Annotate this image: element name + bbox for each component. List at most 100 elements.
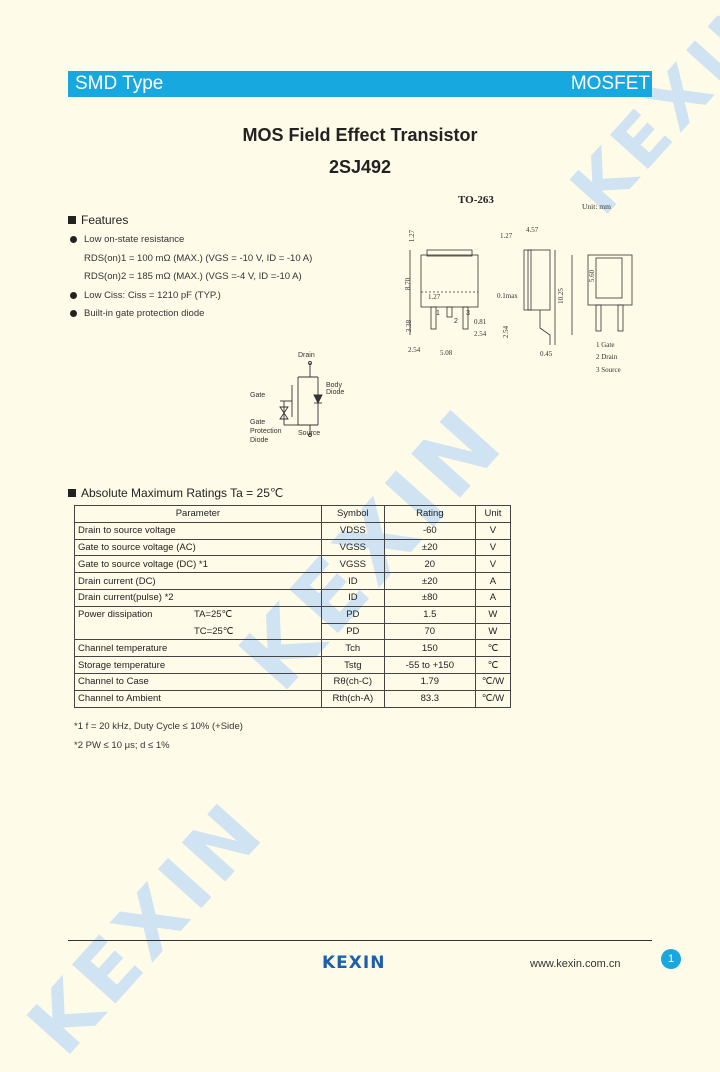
header-cell: Unit — [474, 505, 512, 523]
symbol-cell: VDSS — [320, 521, 385, 540]
body-diode-label: Body Diode — [326, 382, 345, 396]
header-cell: Rating — [383, 505, 476, 523]
page-title: MOS Field Effect Transistor — [242, 125, 478, 145]
part-number: 2SJ492 — [328, 157, 392, 177]
dim-label: 5.60 — [588, 269, 597, 283]
header-cell: Parameter — [74, 505, 322, 523]
bullet-icon — [70, 236, 77, 243]
param-cell: Drain to source voltage — [74, 521, 322, 540]
unit-cell: ℃/W — [474, 689, 512, 708]
watermark: KEXIN — [10, 783, 284, 1072]
rating-cell: 1.79 — [383, 672, 476, 691]
param-cell: Drain current (DC) — [74, 572, 322, 590]
symbol-cell: Tch — [320, 639, 385, 658]
param-cell: Power dissipation — [74, 605, 191, 641]
features-heading: Features — [68, 213, 128, 227]
unit-cell: A — [474, 588, 512, 607]
gate-label: Gate — [250, 392, 266, 399]
rating-cell: 83.3 — [383, 689, 476, 708]
rating-cell: ±20 — [383, 538, 476, 557]
symbol-cell: Rθ(ch-C) — [320, 672, 385, 691]
unit-cell: A — [474, 572, 512, 590]
dim-label: 3.38 — [405, 319, 414, 333]
footnote: *1 f = 20 kHz, Duty Cycle ≤ 10% (+Side) — [74, 721, 243, 732]
symbol-cell: ID — [320, 572, 385, 590]
param-cell: Storage temperature — [74, 656, 322, 674]
feature-item: Built-in gate protection diode — [84, 308, 205, 319]
unit-cell: W — [474, 605, 512, 624]
header-right: MOSFET — [570, 73, 650, 94]
square-bullet-icon — [68, 489, 76, 497]
pin-label: 1 Gate — [596, 341, 615, 349]
ratings-table: Parameter Symbol Rating Unit Drain to so… — [74, 505, 512, 708]
ratings-heading: Absolute Maximum Ratings Ta = 25℃ — [68, 486, 283, 500]
unit-cell: V — [474, 555, 512, 574]
rating-cell: ±20 — [383, 572, 476, 590]
website-link[interactable]: www.kexin.com.cn — [530, 958, 621, 970]
feature-item: RDS(on)1 = 100 mΩ (MAX.) (VGS = -10 V, I… — [84, 253, 313, 264]
symbol-cell: PD — [320, 622, 385, 641]
pin-number: 3 — [466, 310, 470, 317]
dim-label: 8.70 — [404, 277, 413, 291]
rating-cell: 150 — [383, 639, 476, 658]
dim-label: 1.27 — [408, 229, 417, 243]
unit-cell: ℃/W — [474, 672, 512, 691]
dim-label: 10.25 — [556, 288, 565, 304]
symbol-cell: Rth(ch-A) — [320, 689, 385, 708]
drain-label: Drain — [298, 352, 315, 359]
pin-number: 1 — [436, 310, 440, 317]
symbol-cell: VGSS — [320, 555, 385, 574]
watermark: KEXIN — [555, 0, 720, 230]
dim-label: 2.54 — [408, 346, 421, 354]
footnote: *2 PW ≤ 10 μs; d ≤ 1% — [74, 740, 170, 751]
condition-cell: TA=25℃ — [191, 605, 322, 624]
dim-label: 0.81 — [474, 318, 487, 326]
header-banner: SMD Type MOSFET — [68, 71, 652, 97]
rating-cell: -60 — [383, 521, 476, 540]
dim-label: 1.27 — [428, 293, 441, 301]
symbol-cell: PD — [320, 605, 385, 624]
param-cell: Channel to Case — [74, 672, 322, 691]
footer-divider — [68, 940, 652, 941]
table-header-row: Parameter Symbol Rating Unit — [74, 505, 512, 523]
unit-label: Unit: mm — [582, 202, 611, 211]
rating-cell: 20 — [383, 555, 476, 574]
feature-item: Low Ciss: Ciss = 1210 pF (TYP.) — [84, 290, 221, 301]
unit-cell: W — [474, 622, 512, 641]
pin-number: 2 — [454, 318, 458, 325]
dim-label: 4.57 — [526, 226, 539, 234]
param-cell: Drain current(pulse) *2 — [74, 588, 322, 607]
bullet-icon — [70, 292, 77, 299]
header-cell: Symbol — [320, 505, 385, 523]
dim-label: 2.54 — [474, 330, 487, 338]
bullet-icon — [70, 310, 77, 317]
rating-cell: 70 — [383, 622, 476, 641]
kexin-logo: KEXIN — [322, 953, 386, 973]
dim-label: 1.27 — [500, 232, 513, 240]
unit-cell: V — [474, 521, 512, 540]
unit-cell: ℃ — [474, 656, 512, 674]
rating-cell: ±80 — [383, 588, 476, 607]
feature-item: Low on-state resistance — [84, 234, 185, 245]
rating-cell: -55 to +150 — [383, 656, 476, 674]
dim-label: 5.08 — [440, 349, 453, 357]
header-left: SMD Type — [75, 73, 164, 94]
package-drawing — [409, 249, 633, 345]
source-label: Source — [298, 430, 321, 437]
param-cell: Gate to source voltage (AC) — [74, 538, 322, 557]
rating-cell: 1.5 — [383, 605, 476, 624]
unit-cell: ℃ — [474, 639, 512, 658]
condition-cell: TC=25℃ — [191, 623, 322, 641]
pin-label: 3 Source — [596, 366, 621, 374]
param-cell: Gate to source voltage (DC) *1 — [74, 555, 322, 574]
page-number: 1 — [661, 949, 681, 969]
